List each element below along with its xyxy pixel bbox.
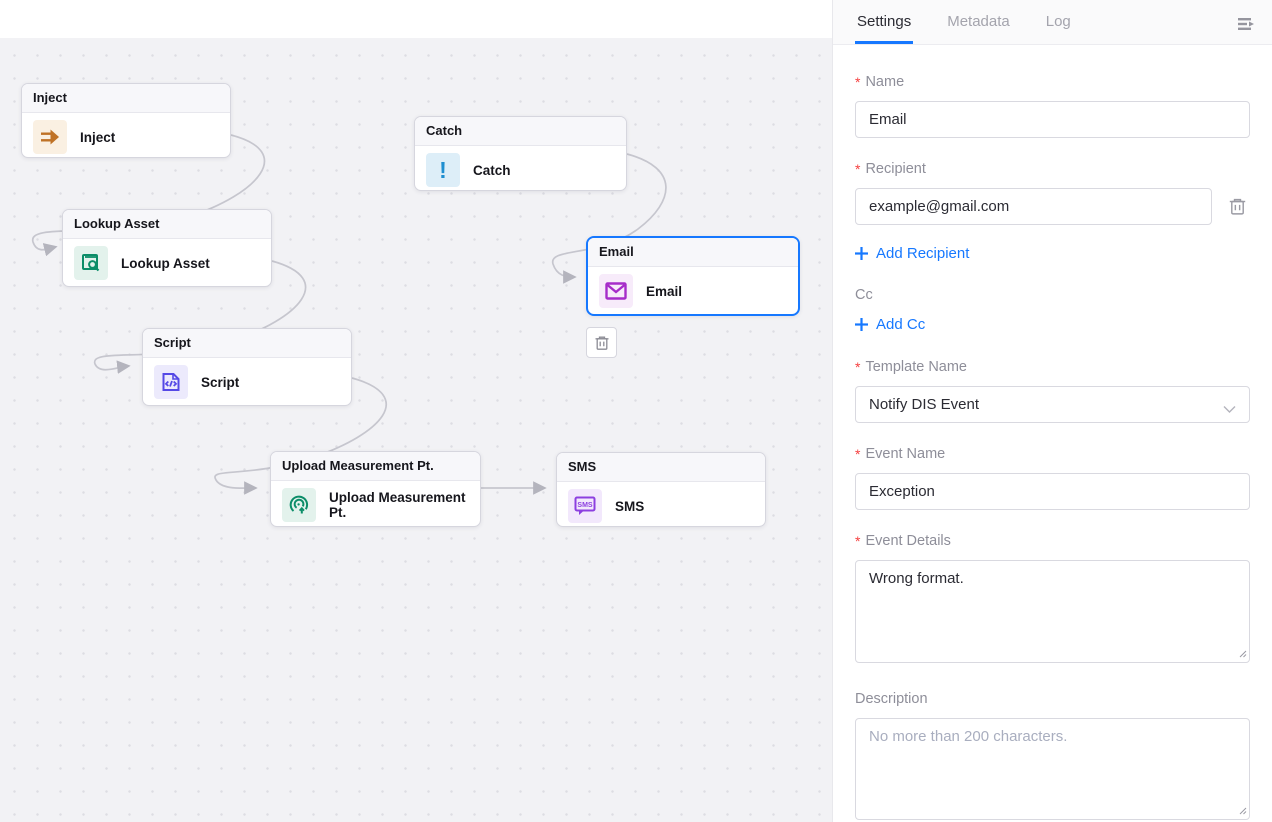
field-group-recipient: * Recipient xyxy=(855,161,1250,265)
field-group-name: * Name xyxy=(855,74,1250,138)
inject-arrow-icon xyxy=(33,120,67,154)
node-email[interactable]: Email Email xyxy=(586,236,800,316)
catch-exclamation-icon: ! xyxy=(426,153,460,187)
node-script-title: Script xyxy=(143,329,351,358)
template-name-label: * Template Name xyxy=(855,359,1250,375)
delete-recipient-icon[interactable] xyxy=(1228,197,1250,216)
node-catch[interactable]: Catch ! Catch xyxy=(414,116,627,191)
event-name-label: * Event Name xyxy=(855,446,1250,462)
tab-metadata[interactable]: Metadata xyxy=(945,1,1012,44)
upload-measurement-icon xyxy=(282,488,316,522)
add-cc-link[interactable]: Add Cc xyxy=(855,316,925,333)
node-lookup-asset-title: Lookup Asset xyxy=(63,210,271,239)
required-marker: * xyxy=(855,446,860,462)
node-email-label: Email xyxy=(646,284,682,299)
node-inject-label: Inject xyxy=(80,130,115,145)
cc-label: Cc xyxy=(855,287,1250,303)
flow-canvas[interactable]: Inject Inject Lookup Asset xyxy=(0,0,832,822)
field-group-cc: Cc Add Cc xyxy=(855,287,1250,336)
trash-icon xyxy=(594,335,610,351)
delete-node-button[interactable] xyxy=(586,327,617,358)
node-sms[interactable]: SMS SMS SMS xyxy=(556,452,766,527)
node-script[interactable]: Script Script xyxy=(142,328,352,406)
plus-icon xyxy=(855,247,868,260)
required-marker: * xyxy=(855,74,860,90)
plus-icon xyxy=(855,318,868,331)
script-code-icon xyxy=(154,365,188,399)
node-upload-measurement[interactable]: Upload Measurement Pt. Upload Measuremen… xyxy=(270,451,481,527)
node-script-label: Script xyxy=(201,375,239,390)
required-marker: * xyxy=(855,161,860,177)
tab-settings[interactable]: Settings xyxy=(855,1,913,44)
description-label: Description xyxy=(855,691,1250,707)
event-name-input[interactable] xyxy=(855,473,1250,510)
collapse-panel-icon[interactable] xyxy=(1237,16,1256,32)
node-upload-measurement-title: Upload Measurement Pt. xyxy=(271,452,480,481)
add-recipient-link[interactable]: Add Recipient xyxy=(855,245,969,262)
field-group-template: * Template Name Notify DIS Event xyxy=(855,359,1250,423)
node-catch-label: Catch xyxy=(473,163,511,178)
node-inject[interactable]: Inject Inject xyxy=(21,83,231,158)
node-upload-measurement-label: Upload Measurement Pt. xyxy=(329,490,469,520)
sms-icon-text: SMS xyxy=(577,502,593,509)
node-sms-label: SMS xyxy=(615,499,644,514)
template-name-value: Notify DIS Event xyxy=(869,396,979,413)
description-textarea[interactable] xyxy=(855,718,1250,820)
panel-tabbar: Settings Metadata Log xyxy=(833,0,1272,45)
node-lookup-asset[interactable]: Lookup Asset Lookup Asset xyxy=(62,209,272,287)
node-inject-title: Inject xyxy=(22,84,230,113)
required-marker: * xyxy=(855,359,860,375)
node-sms-title: SMS xyxy=(557,453,765,482)
lookup-asset-icon xyxy=(74,246,108,280)
required-marker: * xyxy=(855,533,860,549)
event-details-textarea[interactable]: Wrong format. xyxy=(855,560,1250,663)
recipient-label: * Recipient xyxy=(855,161,1250,177)
settings-form: * Name * Recipient xyxy=(833,45,1272,822)
field-group-description: Description xyxy=(855,691,1250,822)
recipient-input[interactable] xyxy=(855,188,1212,225)
name-input[interactable] xyxy=(855,101,1250,138)
email-envelope-icon xyxy=(599,274,633,308)
field-group-event-name: * Event Name xyxy=(855,446,1250,510)
settings-panel: Settings Metadata Log * Name xyxy=(832,0,1272,822)
node-email-title: Email xyxy=(588,238,798,267)
node-lookup-asset-label: Lookup Asset xyxy=(121,256,210,271)
template-name-select[interactable]: Notify DIS Event xyxy=(855,386,1250,423)
node-catch-title: Catch xyxy=(415,117,626,146)
event-details-label: * Event Details xyxy=(855,533,1250,549)
field-group-event-details: * Event Details Wrong format. xyxy=(855,533,1250,668)
name-label: * Name xyxy=(855,74,1250,90)
tab-log[interactable]: Log xyxy=(1044,1,1073,44)
sms-bubble-icon: SMS xyxy=(568,489,602,523)
chevron-down-icon xyxy=(1223,401,1236,418)
